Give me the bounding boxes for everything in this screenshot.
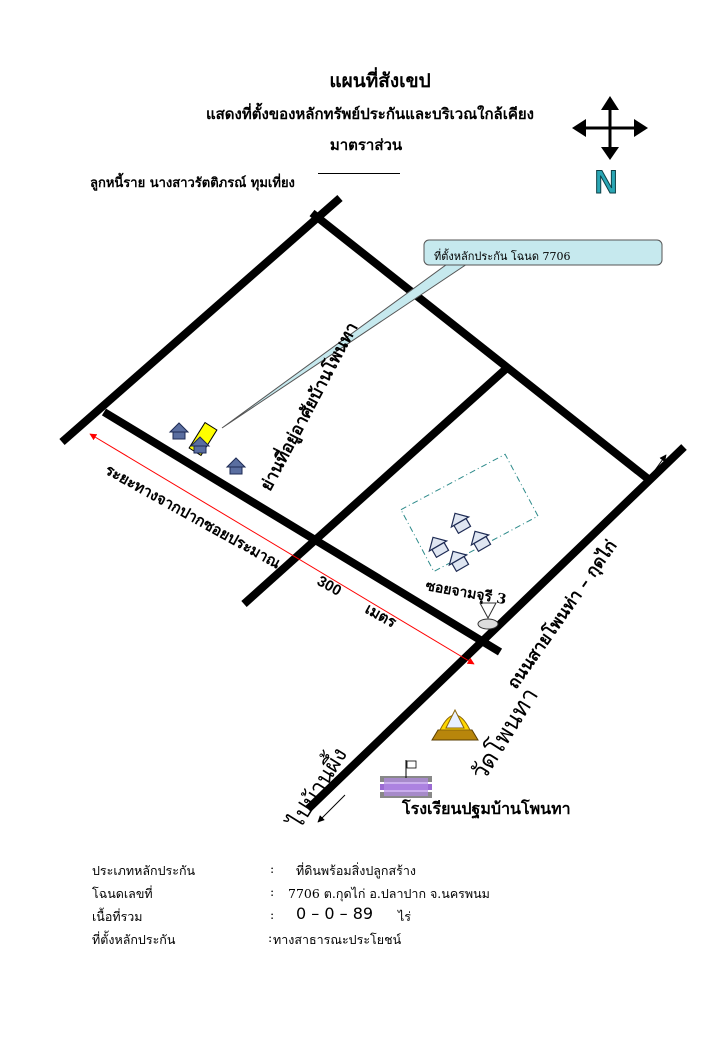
info-colon: : [268, 930, 273, 945]
house-icon [470, 530, 492, 553]
label-distance-unit: เมตร [362, 600, 400, 632]
info-location-label: ที่ตั้งหลักประกัน [92, 932, 176, 947]
housing-area [400, 453, 539, 573]
school-icon [380, 760, 432, 798]
label-school: โรงเรียนปฐมบ้านโพนทา [401, 798, 571, 819]
callout-text: ที่ตั้งหลักประกัน โฉนด 7706 [434, 250, 571, 263]
north-arrow-icon [572, 96, 648, 160]
road-main [305, 444, 687, 812]
scale-label: มาตราส่วน [329, 136, 403, 154]
north-letter: N [594, 164, 617, 200]
callout-box [221, 239, 663, 429]
info-colon: : [270, 907, 275, 922]
label-to-village: ไปบ้านผึ้ง [279, 741, 352, 834]
label-village: ย่านที่อยู่อาศัยบ้านโพนทา [254, 318, 363, 495]
road-arrow-ne [641, 454, 667, 489]
page-title: แผนที่สังเขป [329, 70, 431, 92]
info-area-unit: ไร่ [398, 909, 412, 924]
road-north [59, 194, 343, 446]
house-icon [225, 457, 247, 475]
road-soi-jamjuri [101, 408, 503, 656]
page-subtitle: แสดงที่ตั้งของหลักทรัพย์ประกันและบริเวณใ… [205, 105, 534, 123]
road-middle [241, 364, 511, 607]
info-deed-value: 7706 ต.กุดไก่ อ.ปลาปาก จ.นครพนม [288, 886, 490, 901]
debtor-line: ลูกหนี้ราย นางสาวรัตติภรณ์ ทุมเที่ยง [90, 176, 295, 191]
road-arrow-sw [317, 794, 346, 823]
house-icon [189, 436, 211, 454]
house-icon-group [168, 422, 247, 475]
label-soi: ซอยจามจุรี 3 [424, 578, 507, 608]
house-icon [428, 536, 450, 559]
info-colon: : [270, 884, 275, 899]
temple-icon [431, 708, 479, 741]
label-temple: วัดโพนทา [465, 683, 544, 786]
soi-marker-icon [477, 602, 499, 630]
scale-line [318, 173, 400, 174]
info-area-label: เนื้อที่รวม [92, 909, 143, 924]
house-icon [448, 550, 470, 573]
road-upper [309, 209, 655, 486]
info-area-value: 0 – 0 – 89 [296, 904, 374, 923]
label-distance: ระยะทางจากปากซอยประมาณ [102, 461, 284, 573]
info-location-value: ทางสาธารณะประโยชน์ [273, 932, 402, 947]
house-icon [168, 422, 190, 440]
info-colon: : [270, 861, 275, 876]
label-distance-value: 300 [314, 573, 344, 600]
info-type-label: ประเภทหลักประกัน [92, 863, 196, 878]
info-type-value: ที่ดินพร้อมสิ่งปลูกสร้าง [296, 863, 416, 878]
info-deed-label: โฉนดเลขที่ [92, 886, 153, 901]
distance-line [89, 433, 475, 665]
house-icon [450, 512, 472, 535]
house-icon-cluster [428, 512, 492, 573]
